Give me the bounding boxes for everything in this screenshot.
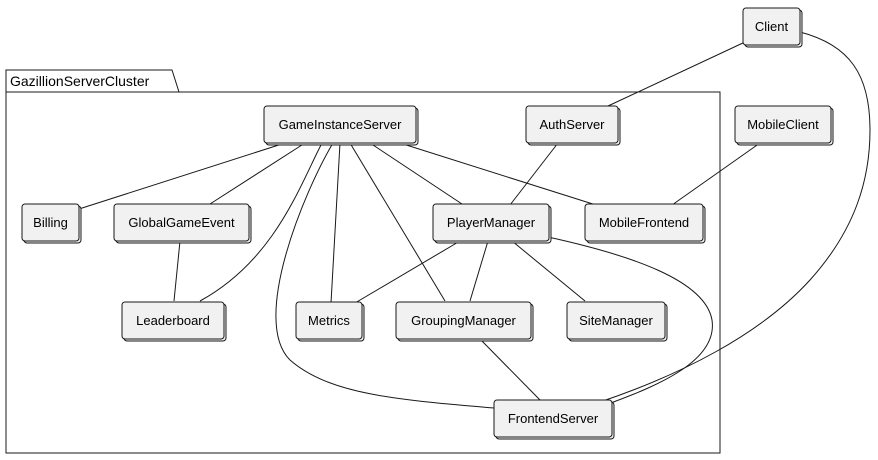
edge-playermanager-metrics <box>354 240 461 304</box>
edge-client-frontendserver <box>599 31 871 403</box>
edge-groupingmanager-frontendserver <box>479 338 541 401</box>
node-grouping-manager[interactable]: GroupingManager <box>395 301 534 342</box>
node-global-game-event[interactable]: GlobalGameEvent <box>113 203 252 244</box>
node-leaderboard-label: Leaderboard <box>136 313 210 328</box>
node-site-manager-label: SiteManager <box>579 313 653 328</box>
node-mobile-frontend-label: MobileFrontend <box>599 215 689 230</box>
node-global-game-event-label: GlobalGameEvent <box>128 215 235 230</box>
node-game-instance-server-label: GameInstanceServer <box>279 117 403 132</box>
edges <box>78 31 871 409</box>
package-frame <box>5 69 721 454</box>
node-auth-server-label: AuthServer <box>539 117 605 132</box>
node-site-manager[interactable]: SiteManager <box>566 301 668 342</box>
edge-playermanager-groupingmanager <box>469 240 489 302</box>
package-gazillion-server-cluster: GazillionServerCluster <box>5 69 721 454</box>
package-title: GazillionServerCluster <box>10 73 150 89</box>
node-client[interactable]: Client <box>742 7 803 48</box>
edge-gis-billing <box>78 142 286 210</box>
node-mobile-client[interactable]: MobileClient <box>734 105 834 146</box>
edge-authserver-playermanager <box>509 142 559 206</box>
edge-playermanager-sitemanager <box>511 240 586 302</box>
edge-gis-frontendserver <box>275 142 495 409</box>
edge-gis-playermanager <box>369 142 463 205</box>
node-billing-label: Billing <box>33 215 68 230</box>
edge-mobileclient-mobilefrontend <box>671 142 761 206</box>
node-player-manager-label: PlayerManager <box>447 215 536 230</box>
edge-gis-leaderboard <box>199 142 323 302</box>
node-player-manager[interactable]: PlayerManager <box>432 203 552 244</box>
edge-gis-mobilefrontend <box>399 142 597 206</box>
node-frontend-server-label: FrontendServer <box>508 411 599 426</box>
node-metrics-label: Metrics <box>308 313 350 328</box>
node-metrics[interactable]: Metrics <box>295 301 365 342</box>
node-mobile-client-label: MobileClient <box>747 117 819 132</box>
node-grouping-manager-label: GroupingManager <box>411 313 516 328</box>
node-billing[interactable]: Billing <box>21 203 82 244</box>
edge-playermanager-frontendserver <box>547 236 713 405</box>
edge-client-authserver <box>607 41 746 107</box>
edge-gis-metrics <box>330 142 341 304</box>
node-client-label: Client <box>755 19 789 34</box>
node-game-instance-server[interactable]: GameInstanceServer <box>263 105 419 146</box>
node-auth-server[interactable]: AuthServer <box>525 105 621 146</box>
edge-globalgameevent-leaderboard <box>173 240 181 302</box>
node-mobile-frontend[interactable]: MobileFrontend <box>584 203 706 244</box>
node-frontend-server[interactable]: FrontendServer <box>493 399 615 440</box>
edge-gis-groupingmanager <box>349 142 446 302</box>
node-leaderboard[interactable]: Leaderboard <box>121 301 227 342</box>
edge-gis-globalgameevent <box>209 142 306 205</box>
